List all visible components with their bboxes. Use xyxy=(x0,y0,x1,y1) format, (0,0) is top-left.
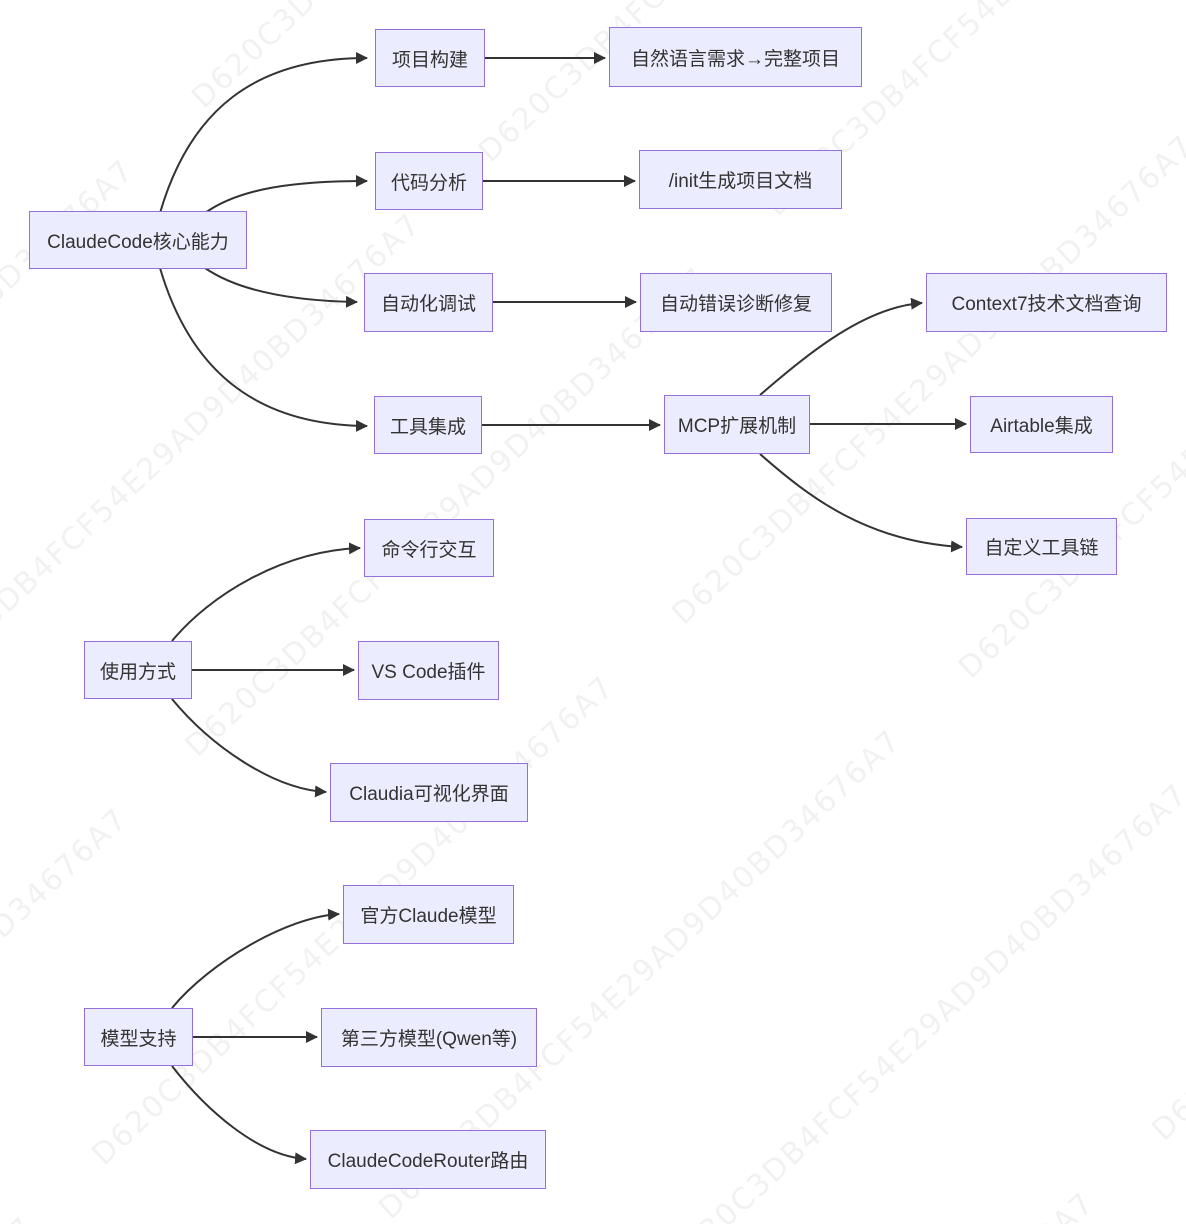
node-vscode: VS Code插件 xyxy=(358,641,499,700)
node-debug: 自动化调试 xyxy=(364,273,493,332)
node-airtable: Airtable集成 xyxy=(970,396,1113,453)
edge-models-to-official xyxy=(171,908,340,1009)
node-toolchain: 自定义工具链 xyxy=(966,518,1117,575)
node-thirdparty: 第三方模型(Qwen等) xyxy=(321,1008,537,1067)
node-cli: 命令行交互 xyxy=(364,519,494,577)
node-context7: Context7技术文档查询 xyxy=(926,273,1167,332)
edge-core-to-analysis xyxy=(204,175,368,214)
edge-core-to-tools xyxy=(159,267,368,432)
edge-mcp-to-toolchain xyxy=(759,453,963,553)
edge-core-to-debug xyxy=(204,267,358,308)
node-mcp: MCP扩展机制 xyxy=(664,395,810,454)
node-build: 项目构建 xyxy=(375,29,485,87)
node-autofix: 自动错误诊断修复 xyxy=(640,273,832,332)
node-analysis: 代码分析 xyxy=(375,152,483,210)
node-tools: 工具集成 xyxy=(374,396,482,454)
node-claudia: Claudia可视化界面 xyxy=(330,763,528,822)
node-official: 官方Claude模型 xyxy=(343,885,514,944)
edge-mcp-to-context7 xyxy=(759,297,923,396)
edge-core-to-build xyxy=(159,52,368,214)
edge-usage-to-claudia xyxy=(171,698,327,798)
node-initdoc: /init生成项目文档 xyxy=(639,150,842,209)
node-router: ClaudeCodeRouter路由 xyxy=(310,1130,546,1189)
edge-usage-to-cli xyxy=(171,542,361,642)
node-models: 模型支持 xyxy=(84,1008,193,1066)
node-nlreq: 自然语言需求→完整项目 xyxy=(609,27,862,87)
node-core: ClaudeCode核心能力 xyxy=(29,211,247,269)
node-usage: 使用方式 xyxy=(84,641,192,699)
edge-models-to-router xyxy=(171,1065,307,1165)
